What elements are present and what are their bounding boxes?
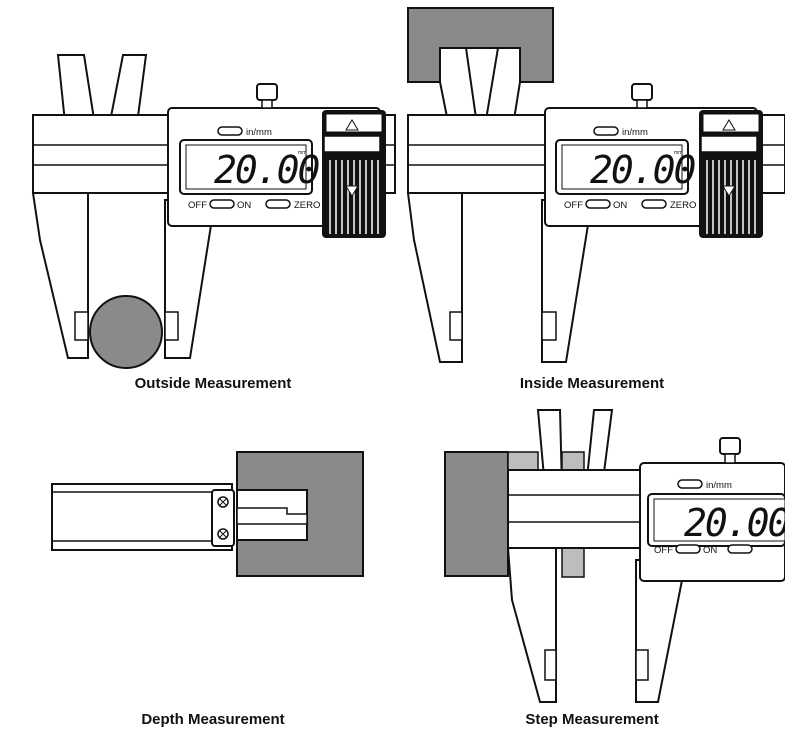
lcd-reading: 20.00 [214, 148, 320, 192]
zero-label: ZERO [670, 200, 696, 211]
caption-depth: Depth Measurement [141, 711, 284, 728]
workpiece-cylinder [89, 295, 163, 369]
panel-depth-measurement: Depth Measurement [51, 451, 364, 728]
panel-step-measurement: in/mm 20.00 OFF ON Step Measurement [444, 409, 785, 728]
on-label: ON [703, 545, 717, 556]
on-off-button [209, 199, 235, 209]
workpiece-block [407, 7, 554, 83]
panel-inside-measurement: in/mm 20.00 mm OFF ON ZERO Inside Measur… [406, 7, 785, 392]
lcd-reading: 20.00 [684, 501, 785, 545]
thumbwheel [322, 110, 386, 238]
caption-outside: Outside Measurement [135, 375, 292, 392]
lcd-reading: 20.00 [590, 148, 696, 192]
lcd-unit: mm [674, 150, 682, 156]
lcd-unit: mm [298, 150, 306, 156]
depth-rod [236, 507, 308, 525]
panel-outside-measurement: in/mm 20.00 mm OFF ON ZERO Outside Me [31, 54, 396, 392]
arrow-down-icon [722, 185, 736, 197]
in-mm-label: in/mm [622, 127, 648, 138]
zero-button [265, 199, 291, 209]
on-label: ON [613, 200, 627, 211]
caption-step: Step Measurement [525, 711, 658, 728]
end-plate [211, 489, 235, 547]
off-label: OFF [654, 545, 673, 556]
workpiece-block [444, 451, 509, 577]
on-label: ON [237, 200, 251, 211]
in-mm-label: in/mm [246, 127, 272, 138]
caption-inside: Inside Measurement [520, 375, 664, 392]
thumbwheel [699, 110, 763, 238]
arrow-up-icon [722, 119, 736, 131]
in-mm-button [217, 126, 243, 136]
step-insert-bottom [561, 544, 585, 578]
off-label: OFF [564, 200, 583, 211]
main-beam [51, 483, 233, 551]
zero-label: ZERO [294, 200, 320, 211]
in-mm-label: in/mm [706, 480, 732, 491]
off-label: OFF [188, 200, 207, 211]
lock-screw [256, 83, 278, 101]
arrow-down-icon [345, 185, 359, 197]
step-insert-top [507, 451, 539, 471]
arrow-up-icon [345, 119, 359, 131]
